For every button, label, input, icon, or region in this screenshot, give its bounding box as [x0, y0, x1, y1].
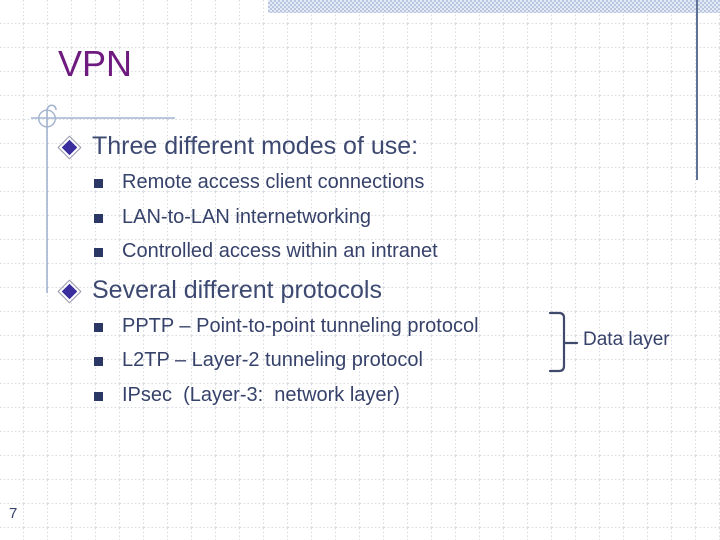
heading-text: Several different protocols — [92, 276, 382, 304]
right-border-line — [696, 0, 698, 180]
list-item: LAN-to-LAN internetworking — [94, 206, 371, 229]
item-text: LAN-to-LAN internetworking — [122, 206, 371, 228]
top-border-band — [268, 0, 720, 13]
section-heading-modes: Three different modes of use: — [57, 132, 419, 161]
list-item: PPTP – Point-to-point tunneling protocol — [94, 315, 479, 338]
page-number: 7 — [9, 505, 18, 522]
right-brace-shape — [548, 311, 579, 373]
square-bullet-icon — [94, 392, 103, 401]
decor-pin-icon — [31, 104, 175, 293]
item-text: L2TP – Layer-2 tunneling protocol — [122, 349, 423, 371]
annotation-label: Data layer — [583, 329, 670, 350]
list-item: IPsec (Layer-3: network layer) — [94, 384, 400, 407]
item-text: Remote access client connections — [122, 171, 425, 193]
square-bullet-icon — [94, 214, 103, 223]
diamond-bullet-icon — [57, 279, 82, 304]
list-item: L2TP – Layer-2 tunneling protocol — [94, 349, 423, 372]
square-bullet-icon — [94, 357, 103, 366]
item-text: IPsec (Layer-3: network layer) — [122, 384, 400, 406]
item-text: Controlled access within an intranet — [122, 240, 438, 262]
item-text: PPTP – Point-to-point tunneling protocol — [122, 315, 479, 337]
section-heading-protocols: Several different protocols — [57, 276, 382, 305]
square-bullet-icon — [94, 179, 103, 188]
list-item: Controlled access within an intranet — [94, 240, 438, 263]
slide-title: VPN — [58, 43, 133, 84]
diamond-bullet-icon — [57, 135, 82, 160]
square-bullet-icon — [94, 323, 103, 332]
heading-text: Three different modes of use: — [92, 132, 419, 160]
square-bullet-icon — [94, 248, 103, 257]
list-item: Remote access client connections — [94, 171, 424, 194]
